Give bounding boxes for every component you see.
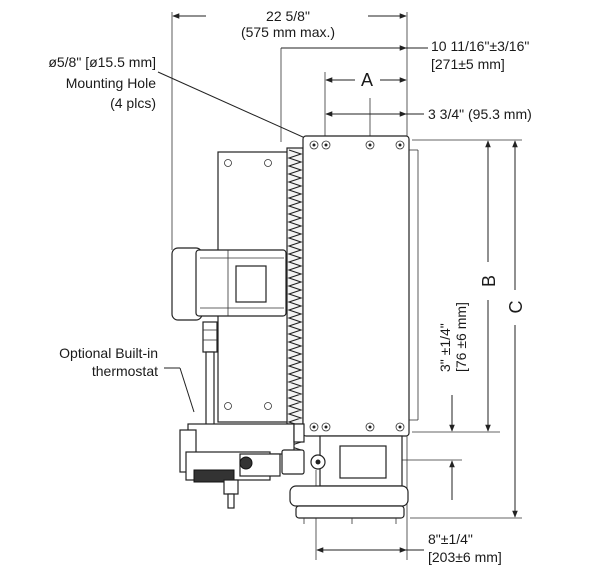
hole-size-label: ø5/8" [ø15.5 mm] <box>48 54 156 70</box>
vertical-offset-metric-label: [76 ±6 mm] <box>453 302 469 372</box>
mount-offset-label: 10 11/16"±3/16" <box>431 38 529 54</box>
dimension-lines <box>172 13 518 553</box>
mounting-holes <box>309 140 405 432</box>
leader-lines <box>157 71 315 413</box>
hole-spacing-label: 3 3/4" (95.3 mm) <box>428 106 532 122</box>
fin-pattern <box>287 149 303 451</box>
base-offset-label: 8"±1/4" <box>428 531 473 547</box>
thermostat-label-line1: Optional Built-in <box>59 345 158 361</box>
mount-offset-metric-label: [271±5 mm] <box>431 56 505 72</box>
hole-title-label: Mounting Hole <box>66 75 156 91</box>
dimension-labels: 22 5/8" (575 mm max.) 10 11/16"±3/16" [2… <box>48 8 531 565</box>
overall-width-label: 22 5/8" <box>266 8 310 24</box>
hole-count-label: (4 plcs) <box>110 95 156 111</box>
overall-width-metric-label: (575 mm max.) <box>241 24 335 40</box>
thermostat-label-line2: thermostat <box>92 363 158 379</box>
dim-b-label: B <box>479 275 499 287</box>
dim-a-label: A <box>361 70 373 90</box>
base-offset-metric-label: [203±6 mm] <box>428 549 502 565</box>
unit-drawing <box>171 135 419 524</box>
vertical-offset-label: 3" ±1/4" <box>437 323 453 372</box>
dim-c-label: C <box>506 301 526 314</box>
